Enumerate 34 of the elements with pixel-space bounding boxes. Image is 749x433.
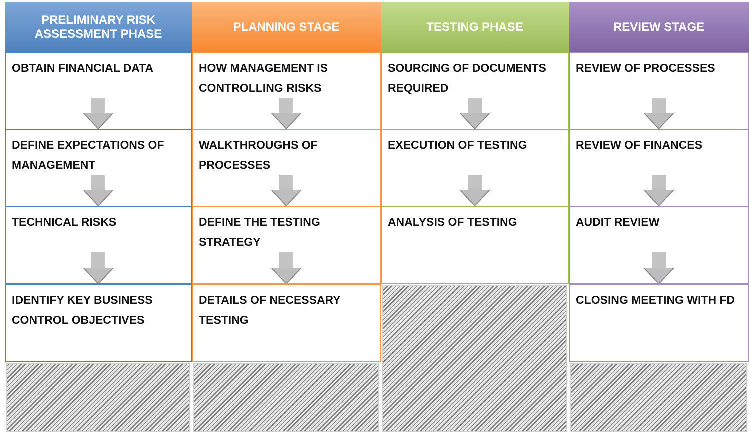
task-cell: REVIEW OF FINANCES [569,129,749,207]
hatched-area [193,363,379,432]
task-cell: REVIEW OF PROCESSES [569,52,749,130]
stage-header: TESTING PHASE [381,2,569,52]
task-cell: TECHNICAL RISKS [5,206,192,284]
task-cell: EXECUTION OF TESTING [381,129,569,207]
task-cell: ANALYSIS OF TESTING [381,206,569,284]
down-arrow [271,175,302,206]
task-cell: SOURCING OF DOCUMENTS REQUIRED [381,52,569,130]
down-arrow [460,98,490,130]
task-cell: DEFINE THE TESTING STRATEGY [192,206,381,284]
down-arrow [644,252,674,284]
task-cell: HOW MANAGEMENT IS CONTROLLING RISKS [192,52,381,130]
task-cell: DEFINE EXPECTATIONS OF MANAGEMENT [5,129,192,207]
stage-header: REVIEW STAGE [569,2,749,52]
hatched-area [382,285,567,432]
hatched-area [570,363,747,432]
task-cell: DETAILS OF NECESSARY TESTING [192,284,381,362]
task-cell: CLOSING MEETING WITH FD [569,284,749,362]
down-arrow [271,252,302,284]
task-cell: IDENTIFY KEY BUSINESS CONTROL OBJECTIVES [5,284,192,362]
down-arrow [271,98,302,130]
down-arrow [644,98,674,130]
hatched-area [6,363,190,432]
stage-header: PRELIMINARY RISK ASSESSMENT PHASE [5,2,192,52]
down-arrow [83,98,114,130]
stage-header: PLANNING STAGE [192,2,381,52]
down-arrow [460,175,490,206]
down-arrow [644,175,674,206]
task-cell: OBTAIN FINANCIAL DATA [5,52,192,130]
down-arrow [83,175,114,206]
task-cell: WALKTHROUGHS OF PROCESSES [192,129,381,207]
down-arrow [83,252,114,284]
task-cell: AUDIT REVIEW [569,206,749,284]
